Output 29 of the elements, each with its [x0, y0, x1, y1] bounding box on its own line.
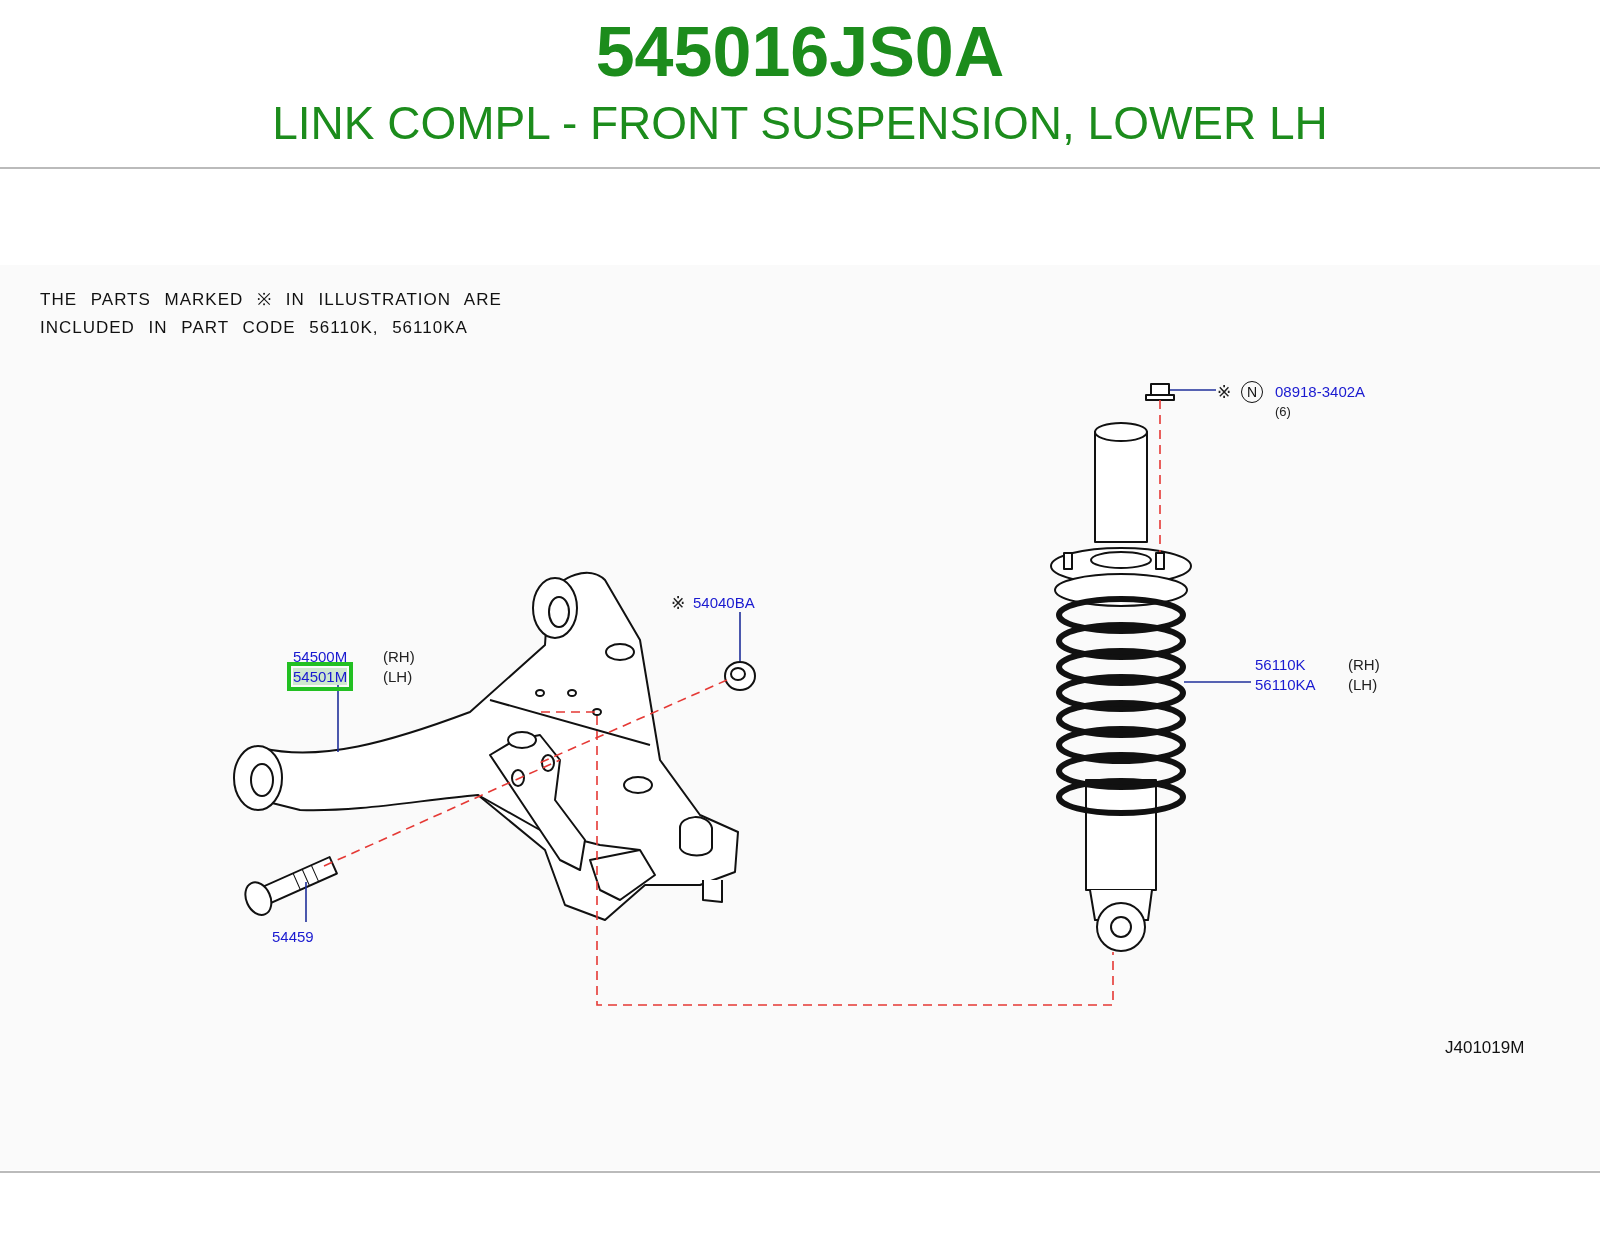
assembly-line — [323, 759, 561, 867]
bolt-drawing — [244, 856, 338, 916]
part-number: 54500M — [293, 648, 348, 665]
strut-assembly-drawing — [1050, 422, 1192, 952]
leader-line — [305, 881, 307, 923]
leader-line — [337, 683, 339, 753]
leader-line — [1169, 389, 1217, 391]
assembly-line — [1159, 399, 1161, 553]
leader-line — [739, 611, 741, 662]
bushing-drawing — [724, 661, 756, 691]
part-number: 54459 — [272, 928, 314, 945]
side-note: (6) — [1275, 404, 1291, 419]
side-note: (LH) — [1348, 676, 1378, 693]
leader-line — [1183, 681, 1252, 683]
part-number: 56110K — [1255, 656, 1306, 673]
side-note: (RH) — [383, 648, 415, 665]
asterisk-mark: ※ — [1217, 382, 1232, 402]
title: 545016JS0A — [594, 12, 1006, 92]
asterisk-mark: ※ — [671, 593, 686, 613]
side-note: (LH) — [383, 668, 413, 685]
note-text: THE PARTS MARKED ※ IN ILLUSTRATION ARE INCLUDED IN PART CODE 56110K, 56110KA — [40, 289, 503, 339]
part-number: 56110KA — [1255, 676, 1316, 693]
drawing-code: J401019M — [1445, 1038, 1525, 1058]
part-number: 08918-3402A — [1275, 383, 1366, 400]
subtitle: LINK COMPL - FRONT SUSPENSION, LOWER LH — [271, 96, 1329, 150]
assembly-line — [540, 711, 1114, 1006]
side-note: (RH) — [1348, 656, 1380, 673]
flange-nut-drawing — [1145, 383, 1175, 401]
part-number: 54040BA — [693, 594, 755, 611]
